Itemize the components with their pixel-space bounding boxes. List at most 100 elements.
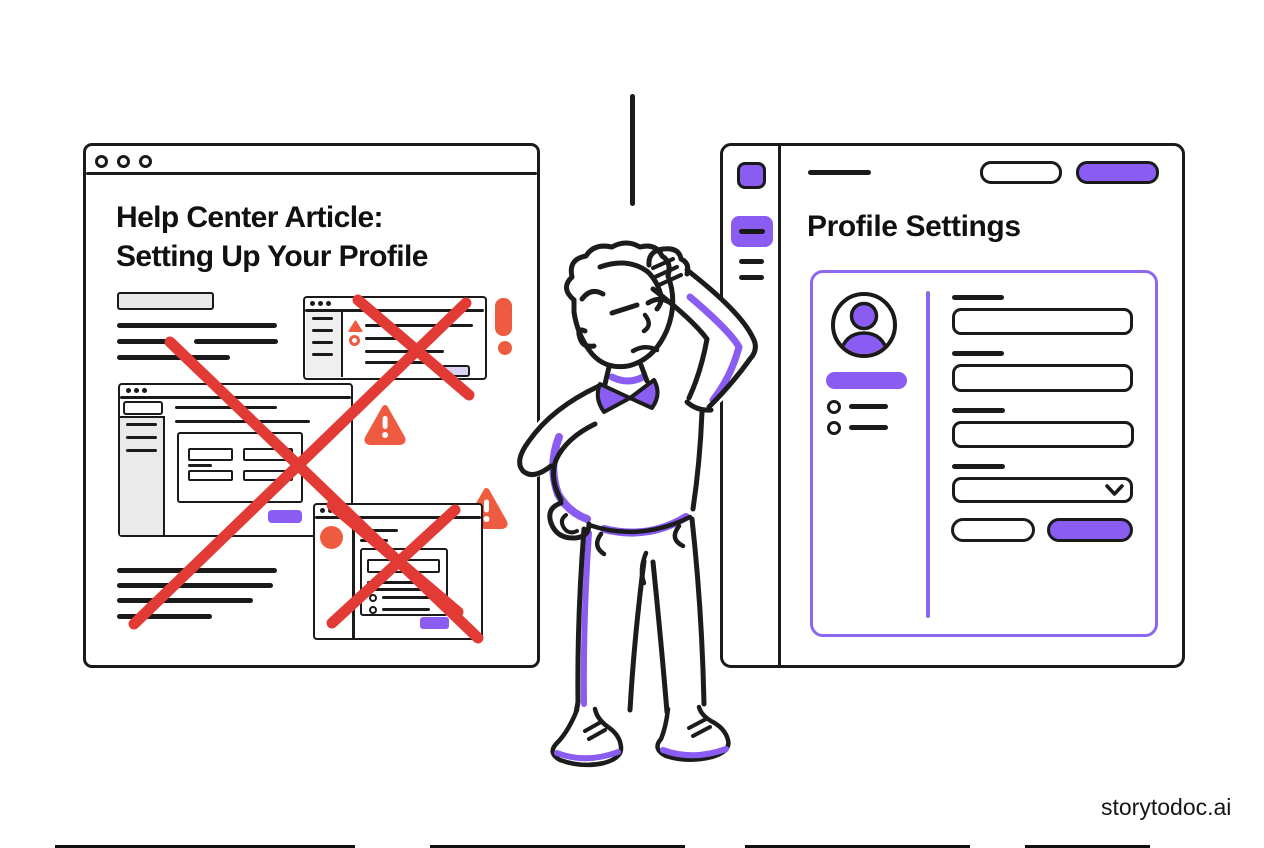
exclamation-icon — [498, 341, 512, 355]
field-label-line — [952, 295, 1004, 300]
text-line — [382, 596, 430, 599]
radio-label-line — [849, 404, 888, 409]
save-button[interactable] — [1047, 518, 1133, 542]
text-line — [117, 323, 277, 328]
mock-form-panel — [177, 432, 303, 503]
clipped-edge-line — [1025, 845, 1150, 848]
mock-input — [367, 559, 440, 573]
sidebar-line — [312, 329, 333, 332]
text-line — [360, 539, 388, 542]
radio-label-line — [849, 425, 888, 430]
text-line — [382, 608, 430, 611]
text-line — [367, 588, 437, 591]
text-line — [365, 337, 410, 340]
window-dot-icon — [126, 388, 131, 393]
window-dot-icon — [328, 508, 333, 513]
text-input[interactable] — [952, 308, 1133, 335]
window-dot-icon — [326, 301, 331, 306]
clipped-edge-line — [745, 845, 970, 848]
window-dot-icon — [310, 301, 315, 306]
mock-field — [188, 448, 233, 461]
radio-icon — [369, 594, 377, 602]
sidebar-item[interactable] — [739, 259, 764, 264]
mock-button — [441, 365, 470, 377]
window-dot-icon[interactable] — [95, 155, 108, 168]
mock-sidebar-divider — [352, 518, 355, 638]
warning-triangle-icon — [348, 320, 363, 332]
gear-icon — [349, 335, 360, 346]
clipped-edge-line — [430, 845, 685, 848]
sidebar-item[interactable] — [739, 275, 764, 280]
avatar[interactable] — [829, 290, 899, 360]
article-title-line2: Setting Up Your Profile — [116, 240, 428, 273]
text-line — [360, 529, 398, 532]
titlebar-divider — [86, 172, 537, 175]
mock-sidebar — [306, 312, 343, 377]
window-dot-icon[interactable] — [139, 155, 152, 168]
window-dot-icon — [320, 508, 325, 513]
notification-dot-icon — [320, 526, 343, 549]
text-line — [117, 583, 273, 588]
text-input[interactable] — [952, 421, 1134, 448]
text-line — [117, 598, 253, 603]
thought-divider-line — [630, 94, 635, 206]
mock-field — [243, 448, 293, 461]
brand-watermark: storytodoc.ai — [1101, 794, 1232, 820]
text-line — [365, 324, 473, 327]
card-column-divider — [926, 291, 930, 618]
page-title: Profile Settings — [807, 210, 1021, 243]
mock-button — [420, 617, 449, 629]
sidebar-line — [126, 423, 157, 426]
text-line — [367, 581, 429, 584]
window-dot-icon — [134, 388, 139, 393]
article-tag-box — [117, 292, 214, 310]
cancel-button[interactable] — [951, 518, 1035, 542]
upload-photo-button[interactable] — [826, 372, 907, 389]
warning-triangle-icon — [364, 405, 406, 445]
mock-field — [243, 470, 293, 481]
field-label-line — [952, 464, 1005, 469]
radio-option[interactable] — [827, 400, 841, 414]
text-line — [175, 406, 277, 409]
window-dot-icon — [336, 508, 341, 513]
article-title-line1: Help Center Article: — [116, 201, 384, 234]
text-line — [117, 355, 230, 360]
text-line — [194, 339, 278, 344]
sidebar-item-glyph — [739, 229, 765, 234]
confused-person — [512, 240, 759, 768]
header-secondary-button[interactable] — [980, 161, 1062, 184]
text-line — [365, 350, 444, 353]
mock-field — [188, 470, 233, 481]
text-line — [188, 464, 212, 467]
mock-button — [268, 510, 302, 523]
radio-option-selected[interactable] — [827, 421, 841, 435]
text-line — [175, 420, 310, 423]
field-label-line — [952, 351, 1004, 356]
window-dot-icon — [318, 301, 323, 306]
text-line — [117, 614, 212, 619]
window-dot-icon — [142, 388, 147, 393]
sidebar-divider — [778, 146, 781, 665]
header-primary-button[interactable] — [1076, 161, 1159, 184]
chevron-down-icon — [1105, 484, 1124, 496]
mock-tab — [123, 401, 163, 415]
clipped-edge-line — [55, 845, 355, 848]
radio-icon — [369, 606, 377, 614]
dropdown-select[interactable] — [952, 477, 1133, 503]
sidebar-line — [312, 353, 333, 356]
text-line — [117, 339, 174, 344]
sidebar-app-icon[interactable] — [737, 162, 766, 189]
breadcrumb-line — [808, 170, 871, 175]
sidebar-line — [126, 436, 157, 439]
text-line — [117, 568, 277, 573]
window-dot-icon[interactable] — [117, 155, 130, 168]
sidebar-line — [312, 317, 333, 320]
field-label-line — [952, 408, 1005, 413]
mock-titlebar-divider — [315, 516, 481, 519]
text-line — [365, 361, 427, 364]
sidebar-line — [312, 341, 333, 344]
article-title: Help Center Article: Setting Up Your Pro… — [116, 198, 428, 276]
text-input[interactable] — [952, 364, 1133, 392]
exclamation-icon — [495, 298, 512, 336]
